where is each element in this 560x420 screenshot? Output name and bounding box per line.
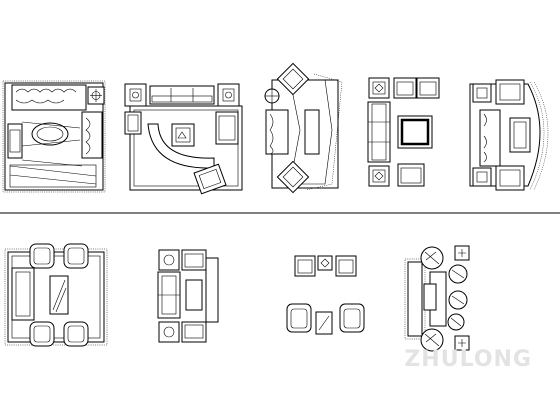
- coffee-table: [304, 109, 320, 155]
- rug: [4, 82, 104, 191]
- sofa-set-8: [286, 255, 365, 335]
- sofa-left: [367, 101, 391, 163]
- armchair-left: [7, 123, 23, 159]
- armchair-top: [276, 62, 310, 96]
- coffee-table: [509, 117, 531, 153]
- armchair: [339, 303, 365, 333]
- coffee-table: [185, 279, 203, 311]
- wall-unit: [205, 257, 219, 323]
- armchair: [397, 163, 425, 187]
- sofa-set-9: [404, 245, 470, 352]
- sofa-curved: [147, 123, 215, 169]
- armchair: [181, 321, 207, 343]
- sofa-set-7: [157, 249, 219, 343]
- side-table: [158, 249, 180, 271]
- side-table: [124, 83, 147, 107]
- rug: [7, 251, 105, 343]
- sofa-set-3: [264, 62, 343, 194]
- side-table: [368, 77, 390, 99]
- sofa-set-1: [2, 80, 106, 193]
- armchair-right: [81, 111, 103, 159]
- sofa-top: [149, 85, 215, 105]
- side-table: [472, 167, 492, 187]
- side-table: [317, 255, 333, 271]
- armchair: [63, 321, 89, 347]
- armchair-bottom: [193, 163, 227, 195]
- armchair-bottom: [276, 160, 310, 194]
- sofa-set-6: [4, 243, 108, 347]
- sofa-left: [11, 267, 35, 321]
- armchair: [29, 321, 55, 347]
- armchair: [416, 77, 440, 99]
- coffee-table: [31, 122, 69, 146]
- sofa-set-2: [124, 83, 243, 195]
- sofa-set-4: [367, 77, 440, 187]
- armchair: [335, 255, 357, 277]
- armchair: [29, 243, 55, 269]
- side-table: [158, 321, 180, 343]
- armchair: [393, 77, 417, 99]
- armchair-right: [215, 111, 239, 145]
- coffee-table: [423, 283, 437, 311]
- side-table: [368, 165, 390, 187]
- rug: [469, 83, 541, 187]
- coffee-table: [171, 123, 195, 147]
- sofa-left: [265, 109, 289, 155]
- armchair: [294, 255, 316, 277]
- side-table: [217, 83, 240, 107]
- side-table: [454, 245, 470, 261]
- side-table: [472, 83, 492, 103]
- coffee-table: [397, 115, 433, 149]
- wall-unit: [407, 261, 423, 337]
- armchair-left: [124, 111, 142, 135]
- rug: [129, 105, 243, 191]
- watermark: ZHULONG: [404, 347, 532, 372]
- armchair: [63, 243, 89, 269]
- side-table: [454, 335, 470, 351]
- sofa-left: [479, 109, 501, 167]
- armchair: [286, 303, 312, 333]
- sofa-set-5: [469, 79, 549, 191]
- sofa-top: [11, 84, 87, 111]
